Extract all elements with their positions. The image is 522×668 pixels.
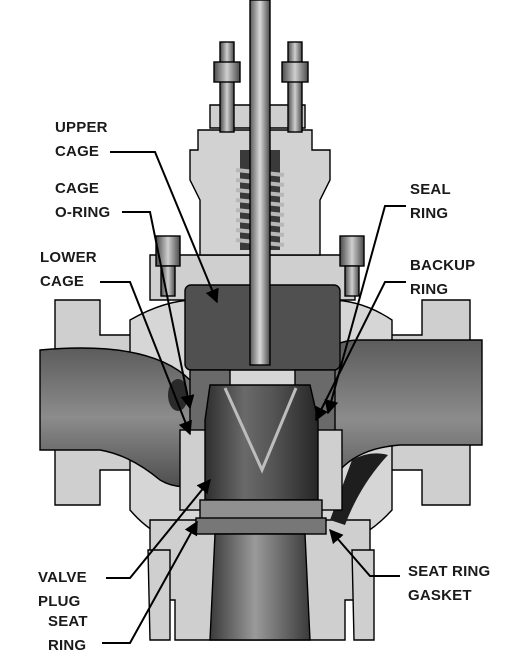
valve-plug	[195, 384, 327, 641]
flow-passages	[39, 339, 483, 525]
label-lower-cage: LOWER CAGE	[40, 249, 97, 290]
backup-ring-line-1: BACKUP	[410, 257, 475, 274]
cage-oring-line-2: O-RING	[55, 204, 110, 221]
cage-oring-line-1: CAGE	[55, 180, 99, 197]
label-valve-plug: VALVE PLUG	[38, 569, 87, 610]
label-seal-ring: SEAL RING	[410, 181, 451, 222]
label-seat-ring: SEAT RING	[48, 613, 88, 654]
valve-stem	[249, 0, 271, 366]
lower-cage-line-1: LOWER	[40, 249, 97, 266]
seat-ring-line-1: SEAT	[48, 613, 88, 630]
valve-plug-line-1: VALVE	[38, 569, 87, 586]
seal-ring-line-1: SEAL	[410, 181, 451, 198]
valve-plug-line-2: PLUG	[38, 593, 80, 610]
label-backup-ring: BACKUP RING	[410, 257, 475, 298]
label-cage-oring: CAGE O-RING	[55, 180, 110, 221]
backup-ring-line-2: RING	[410, 281, 448, 298]
seal-ring-line-2: RING	[410, 205, 448, 222]
upper-cage-line-2: CAGE	[55, 143, 99, 160]
lower-cage-line-2: CAGE	[40, 273, 84, 290]
label-seat-ring-gasket: SEAT RING GASKET	[408, 563, 490, 604]
seat-ring-line-2: RING	[48, 637, 86, 654]
upper-cage-line-1: UPPER	[55, 119, 108, 136]
leader-lines	[100, 151, 406, 644]
seat-ring-gasket-line-1: SEAT RING	[408, 563, 490, 580]
seat-ring-gasket-line-2: GASKET	[408, 587, 472, 604]
label-upper-cage: UPPER CAGE	[55, 119, 108, 160]
